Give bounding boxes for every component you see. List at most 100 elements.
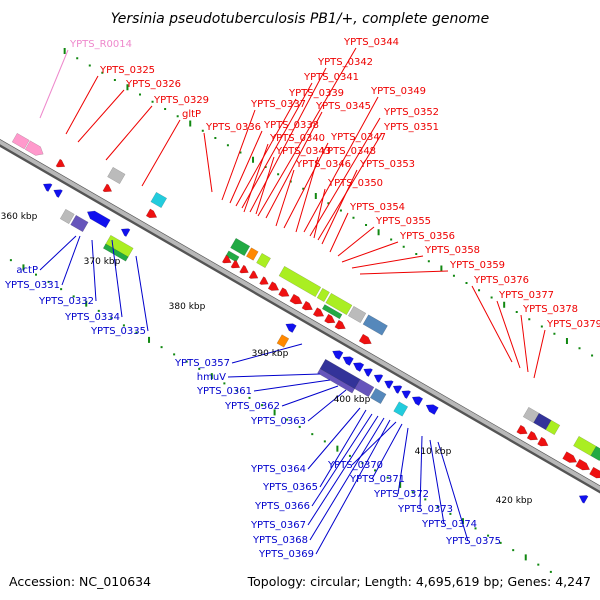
tick-mark: [352, 216, 355, 219]
leader-line: [313, 188, 326, 239]
gene-label: YPTS_0371: [349, 474, 405, 485]
gene-features: [11, 132, 600, 504]
gene-label: YPTS_0352: [383, 107, 439, 118]
leader-line: [337, 226, 375, 257]
gene-label: YPTS_0358: [424, 245, 480, 256]
gene-label: YPTS_0355: [375, 216, 431, 227]
tick-mark: [565, 338, 568, 345]
leader-line: [255, 156, 275, 215]
kbp-label: 360 kbp: [1, 212, 38, 222]
gene-feature: [55, 158, 66, 168]
leader-line: [249, 67, 327, 213]
leader-line: [229, 130, 263, 204]
gene-feature: [70, 214, 89, 233]
kbp-label: 370 kbp: [84, 257, 121, 267]
tick-mark: [490, 296, 493, 299]
gene-label: YPTS_0329: [153, 95, 209, 106]
gene-label: YPTS_0363: [250, 416, 306, 427]
leader-line: [265, 111, 323, 219]
gene-label: YPTS_0326: [125, 79, 181, 90]
tick-mark: [122, 324, 125, 327]
leader-line: [315, 419, 391, 555]
gene-feature: [393, 401, 409, 417]
tick-mark: [365, 224, 368, 227]
tick-mark: [578, 347, 581, 350]
kbp-label: 380 kbp: [169, 302, 206, 312]
leader-line: [533, 329, 546, 379]
gene-label: YPTS_0353: [359, 159, 415, 170]
gene-feature: [411, 396, 424, 406]
leader-line: [275, 169, 295, 227]
leader-line: [91, 239, 97, 302]
leader-line: [243, 143, 269, 213]
tick-mark: [185, 360, 188, 363]
tick-mark: [361, 462, 364, 465]
tick-mark: [198, 367, 201, 370]
gene-label: YPTS_0346: [295, 159, 351, 170]
gene-feature: [321, 304, 343, 320]
leader-line: [111, 239, 123, 318]
gene-feature: [259, 276, 269, 285]
gene-feature: [392, 385, 403, 394]
gene-feature: [102, 183, 113, 193]
gene-feature: [332, 350, 344, 360]
tick-mark: [591, 354, 594, 357]
tick-mark: [264, 166, 267, 169]
tick-mark: [302, 187, 305, 190]
gene-feature: [102, 243, 129, 262]
gene-label: YPTS_0376: [473, 275, 529, 286]
gene-label: YPTS_0365: [262, 482, 318, 493]
leader-line: [105, 105, 153, 161]
gene-label: YPTS_0347: [330, 132, 386, 143]
leader-line: [496, 300, 521, 369]
gene-label: YPTS_0354: [349, 202, 405, 213]
gene-feature: [53, 189, 63, 198]
gene-feature: [316, 287, 330, 303]
tick-mark: [440, 265, 443, 272]
tick-mark: [327, 202, 330, 205]
gene-feature: [516, 424, 528, 435]
backbone-line: [0, 139, 600, 491]
gene-label: YPTS_0373: [397, 504, 453, 515]
gene-feature: [230, 237, 251, 257]
leader-line: [227, 373, 321, 378]
gene-label: YPTS_0379: [546, 319, 600, 330]
gene-feature: [230, 259, 241, 269]
tick-mark: [248, 396, 251, 399]
gene-label: YPTS_0337: [250, 99, 306, 110]
tick-mark: [22, 264, 25, 271]
gene-feature: [245, 247, 259, 261]
gene-label: YPTS_0339: [288, 88, 344, 99]
leader-line: [520, 314, 529, 373]
gene-label: YPTS_0372: [373, 489, 429, 500]
gene-feature: [575, 458, 591, 471]
leader-line: [221, 109, 256, 201]
map-title: Yersinia pseudotuberculosis PB1/+, compl…: [111, 11, 489, 27]
tick-mark: [452, 274, 455, 277]
gene-feature: [352, 362, 365, 372]
gene-label: hmuV: [197, 372, 226, 383]
tick-mark: [549, 570, 552, 573]
leader-line: [77, 89, 125, 143]
gene-feature: [59, 208, 75, 225]
genome-backbone: [0, 138, 600, 494]
tick-mark: [286, 418, 289, 421]
label-leader-lines: [39, 47, 546, 555]
tick-mark: [214, 137, 217, 140]
tick-mark: [311, 433, 314, 436]
gene-feature: [363, 368, 373, 377]
gene-label: YPTS_0343: [275, 146, 331, 157]
gene-feature: [276, 334, 290, 348]
tick-mark: [110, 317, 113, 320]
tick-mark: [537, 563, 540, 566]
tick-mark: [540, 325, 543, 328]
gene-labels: YPTS_R0014YPTS_0325YPTS_0326YPTS_0329glt…: [4, 37, 600, 560]
tick-mark: [339, 209, 342, 212]
gene-label: YPTS_0349: [370, 86, 426, 97]
gene-feature: [373, 374, 384, 383]
tick-mark: [97, 309, 100, 312]
tick-mark: [201, 129, 204, 132]
gene-feature: [537, 436, 549, 447]
tick-mark: [314, 193, 317, 200]
